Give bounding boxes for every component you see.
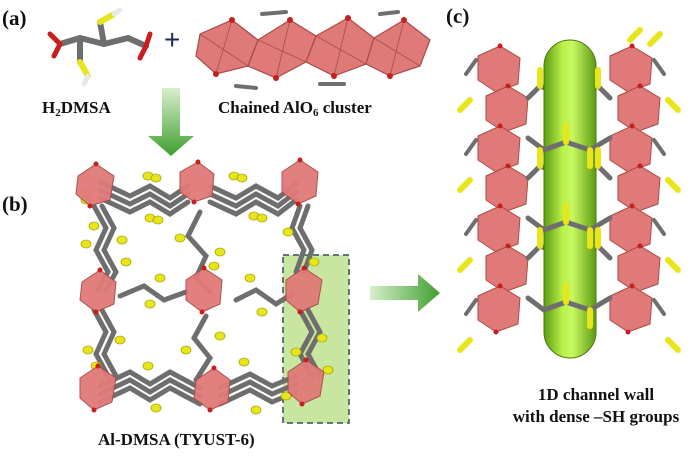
framework-caption: Al-DMSA (TYUST-6) <box>98 430 255 449</box>
panel-label-c: (c) <box>446 4 470 28</box>
channel-cylinder <box>543 39 597 359</box>
panel-label-a: (a) <box>2 6 27 30</box>
channel-caption: 1D channel wall with dense –SH groups <box>486 384 700 428</box>
plus-sign: + <box>164 24 181 55</box>
channel-caption-line1: 1D channel wall <box>537 385 655 404</box>
panel-a-ligand-molecule <box>47 7 153 87</box>
arrow-down-icon <box>148 88 194 156</box>
panel-b-framework-structure <box>75 157 350 424</box>
panel-a-chained-alo6-cluster <box>195 10 431 90</box>
arrow-right-icon <box>370 274 440 312</box>
ligand-caption: H2DMSA <box>42 98 111 119</box>
panel-c-channel-wall <box>457 27 681 359</box>
panel-label-b: (b) <box>2 192 28 216</box>
cluster-caption: Chained AlO6 cluster <box>218 98 372 119</box>
channel-caption-line2: with dense –SH groups <box>512 407 680 426</box>
